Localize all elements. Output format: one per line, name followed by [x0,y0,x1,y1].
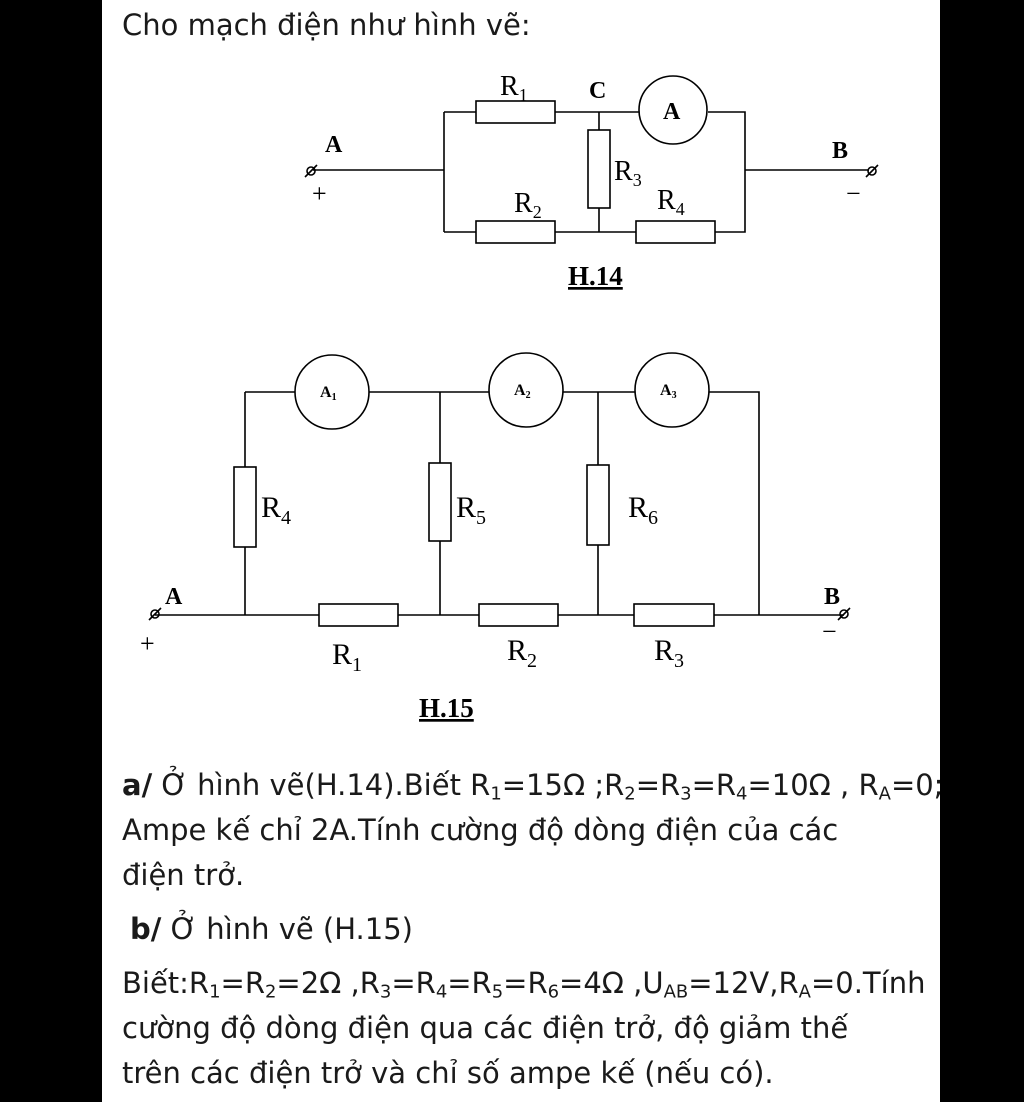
h15-ammeter-a1 [294,354,370,430]
h15-ammeter-a3 [634,352,710,428]
h14-label-node-b: B [832,138,848,164]
h14-label-plus: + [312,179,327,208]
h15-resistor-r4 [233,466,257,548]
h15-resistor-r5 [428,462,452,542]
h15-terminal-b [839,609,849,619]
h14-label-node-c: C [589,78,606,104]
h15-label-r5: R5 [456,491,486,529]
h15-label-r2: R2 [507,634,537,672]
h14-resistor-r3 [587,129,611,209]
part-b-line-4: trên các điện trở và chỉ số ampe kế (nếu… [122,1056,774,1090]
part-b-line-3: cường độ dòng điện qua các điện trở, độ … [122,1011,849,1045]
part-b-label: b/ [130,912,162,946]
h15-label-node-b: B [824,584,840,610]
part-a-line-1: a/ Ở hình vẽ(H.14).Biết R1=15Ω ;R2=R3=R4… [122,768,944,805]
h15-label-r1: R1 [332,638,362,676]
h15-label-r6: R6 [628,491,658,529]
h14-ammeter [638,75,708,145]
h15-terminal-a [150,609,160,619]
h15-resistor-r2 [478,603,559,627]
part-a-label: a/ [122,768,153,802]
h14-label-r4: R4 [657,185,685,219]
h14-caption: H.14 [568,261,623,291]
h14-label-minus: − [846,179,861,208]
h15-ammeter-a2 [488,352,564,428]
h14-label-r2: R2 [514,188,542,222]
h14-label-node-a: A [325,132,343,158]
h14-resistor-r2 [475,220,556,244]
document-page: Cho mạch điện như hình vẽ: R1 R2 R3 R4 C… [102,0,944,1102]
h14-label-r1: R1 [500,71,528,105]
part-b-line-2: Biết:R1=R2=2Ω ,R3=R4=R5=R6=4Ω ,UAB=12V,R… [122,966,926,1003]
h14-wire-ammeter-right [708,111,746,233]
intro-text: Cho mạch điện như hình vẽ: [122,8,531,42]
h14-terminal-a [306,166,316,176]
h14-resistor-r4 [635,220,716,244]
circuit-h14: R1 R2 R3 R4 C A A B + − H.14 [304,71,879,291]
circuit-h15: A1 A2 A3 R4 R5 R6 R1 R2 R3 A B + − H.15 [140,352,851,723]
h15-label-a1: A1 [320,384,337,403]
h14-label-r3: R3 [614,156,642,190]
h15-resistor-r1 [318,603,399,627]
h15-label-a3: A3 [660,382,677,401]
h15-label-a2: A2 [514,382,531,401]
part-a-line-2: Ampe kế chỉ 2A.Tính cường độ dòng điện c… [122,813,839,847]
h15-caption: H.15 [419,693,474,723]
h15-label-r3: R3 [654,634,684,672]
part-b-line-1: b/ Ở hình vẽ (H.15) [130,912,413,946]
h15-label-plus: + [140,629,155,658]
h14-label-ammeter: A [663,99,681,125]
h15-wire-top [245,391,760,615]
h15-resistor-r6 [586,464,610,546]
part-a-line-3: điện trở. [122,858,245,892]
h15-label-minus: − [822,617,837,646]
h14-terminal-b [867,166,877,176]
h15-label-r4: R4 [261,491,291,529]
h14-resistor-r1 [475,100,556,124]
h15-resistor-r3 [633,603,715,627]
h15-label-node-a: A [165,584,183,610]
